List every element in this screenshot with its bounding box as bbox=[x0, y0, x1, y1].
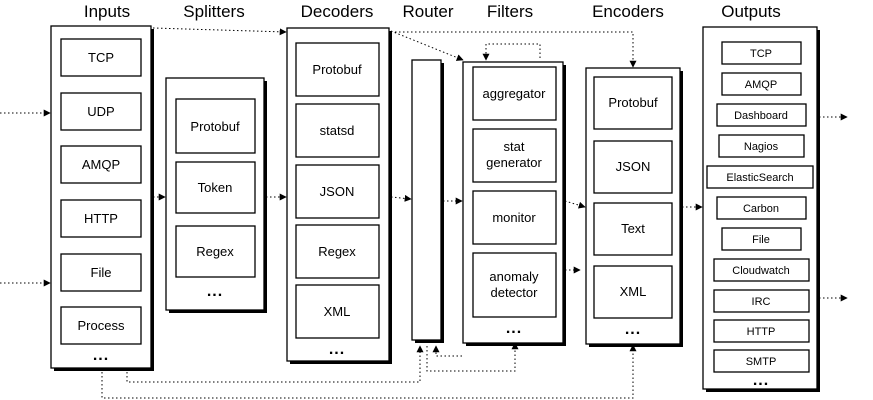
router-box bbox=[411, 59, 442, 341]
input-tcp-box bbox=[60, 38, 142, 77]
input-http-label: HTTP bbox=[84, 211, 118, 226]
decoder-statsd-box bbox=[295, 103, 380, 158]
decoder-xml-label: XML bbox=[324, 304, 351, 319]
output-http-box bbox=[713, 319, 810, 343]
input-amqp-label: AMQP bbox=[82, 157, 120, 172]
filter-monitor-box bbox=[472, 190, 557, 245]
output-http-label: HTTP bbox=[747, 326, 776, 338]
decoders-header: Decoders bbox=[301, 2, 374, 21]
input-process-label: Process bbox=[78, 318, 125, 333]
outputs-items: TCP AMQP Dashboard Nagios ElasticSearch … bbox=[706, 41, 814, 389]
inputs-header: Inputs bbox=[84, 2, 130, 21]
input-amqp-box bbox=[60, 145, 142, 184]
decoder-json-label: JSON bbox=[320, 184, 355, 199]
input-udp-box bbox=[60, 92, 142, 131]
return-loop-to-router bbox=[126, 345, 424, 383]
outputs-header: Outputs bbox=[721, 2, 781, 21]
decoder-json-box bbox=[295, 164, 380, 219]
output-file-label: File bbox=[752, 234, 770, 246]
encoder-text-label: Text bbox=[621, 221, 645, 236]
output-cloudwatch-label: Cloudwatch bbox=[732, 265, 789, 277]
filter-stat-generator-box bbox=[472, 128, 557, 183]
encoder-text-box bbox=[593, 202, 673, 256]
splitter-token-box bbox=[175, 161, 256, 214]
decoders-to-encoders-arrow bbox=[395, 31, 637, 68]
output-irc-label: IRC bbox=[752, 296, 771, 308]
encoder-json-box bbox=[593, 140, 673, 194]
decoders-to-router-arrow bbox=[390, 194, 412, 202]
decoder-regex-label: Regex bbox=[318, 244, 356, 259]
splitters-ellipsis: ... bbox=[207, 283, 223, 300]
splitter-token-label: Token bbox=[198, 180, 233, 195]
return-loop-to-filters bbox=[426, 342, 519, 372]
decoders-items: Protobuf statsd JSON Regex XML ... bbox=[295, 42, 380, 358]
filters-header: Filters bbox=[487, 2, 533, 21]
splitter-regex-label: Regex bbox=[196, 244, 234, 259]
input-tcp-label: TCP bbox=[88, 50, 114, 65]
filter-loopback-arrow bbox=[482, 43, 541, 61]
encoders-header: Encoders bbox=[592, 2, 664, 21]
decoders-ellipsis: ... bbox=[329, 341, 345, 358]
encoders-ellipsis: ... bbox=[625, 321, 641, 338]
filter-aggregator-label: aggregator bbox=[483, 86, 547, 101]
output-elasticsearch-label: ElasticSearch bbox=[726, 172, 793, 184]
input-process-box bbox=[60, 306, 142, 345]
encoder-json-label: JSON bbox=[616, 159, 651, 174]
output-carbon-box bbox=[716, 196, 807, 220]
output-elasticsearch-box bbox=[706, 165, 814, 189]
output-file-box bbox=[721, 227, 802, 251]
filter-aggregator-box bbox=[472, 66, 557, 121]
encoders-items: Protobuf JSON Text XML ... bbox=[593, 76, 673, 338]
decoder-xml-box bbox=[295, 284, 380, 339]
output-tcp-box bbox=[721, 41, 802, 65]
encoder-protobuf-label: Protobuf bbox=[608, 95, 658, 110]
input-file-box bbox=[60, 253, 142, 292]
encoder-xml-label: XML bbox=[620, 284, 647, 299]
output-smtp-box bbox=[713, 349, 810, 373]
encoder-protobuf-box bbox=[593, 76, 673, 130]
filters-to-encoders-arrow bbox=[564, 200, 586, 209]
output-cloudwatch-box bbox=[713, 258, 810, 282]
output-dashboard-label: Dashboard bbox=[734, 110, 788, 122]
output-carbon-label: Carbon bbox=[743, 203, 779, 215]
input-udp-label: UDP bbox=[87, 104, 114, 119]
outputs-ellipsis: ... bbox=[753, 372, 769, 389]
inputs-items: TCP UDP AMQP HTTP File Process ... bbox=[60, 38, 142, 364]
output-irc-box bbox=[713, 289, 810, 313]
output-amqp-box bbox=[721, 72, 802, 96]
decoder-protobuf-label: Protobuf bbox=[312, 62, 362, 77]
output-amqp-label: AMQP bbox=[745, 79, 777, 91]
flow-lines bbox=[0, 27, 848, 399]
filters-ellipsis: ... bbox=[506, 320, 522, 337]
input-file-label: File bbox=[91, 265, 112, 280]
filter-anomaly-detector-box bbox=[472, 252, 557, 318]
input-http-box bbox=[60, 199, 142, 238]
filter-monitor-label: monitor bbox=[492, 210, 536, 225]
decoder-statsd-label: statsd bbox=[320, 123, 355, 138]
output-nagios-label: Nagios bbox=[744, 141, 779, 153]
splitter-regex-box bbox=[175, 225, 256, 278]
output-nagios-box bbox=[718, 134, 805, 158]
decoder-protobuf-box bbox=[295, 42, 380, 97]
decoders-to-filters-arrow bbox=[390, 30, 464, 61]
output-tcp-label: TCP bbox=[750, 48, 772, 60]
encoder-xml-box bbox=[593, 265, 673, 319]
splitters-items: Protobuf Token Regex ... bbox=[175, 98, 256, 300]
splitter-protobuf-label: Protobuf bbox=[190, 119, 240, 134]
filters-to-router-return-arrow bbox=[432, 345, 462, 357]
splitter-protobuf-box bbox=[175, 98, 256, 154]
inputs-ellipsis: ... bbox=[93, 347, 109, 364]
output-dashboard-box bbox=[716, 103, 807, 127]
router-header: Router bbox=[402, 2, 453, 21]
decoder-regex-box bbox=[295, 224, 380, 279]
output-smtp-label: SMTP bbox=[746, 356, 777, 368]
splitters-header: Splitters bbox=[183, 2, 244, 21]
inputs-to-decoders-arrow bbox=[152, 27, 287, 36]
